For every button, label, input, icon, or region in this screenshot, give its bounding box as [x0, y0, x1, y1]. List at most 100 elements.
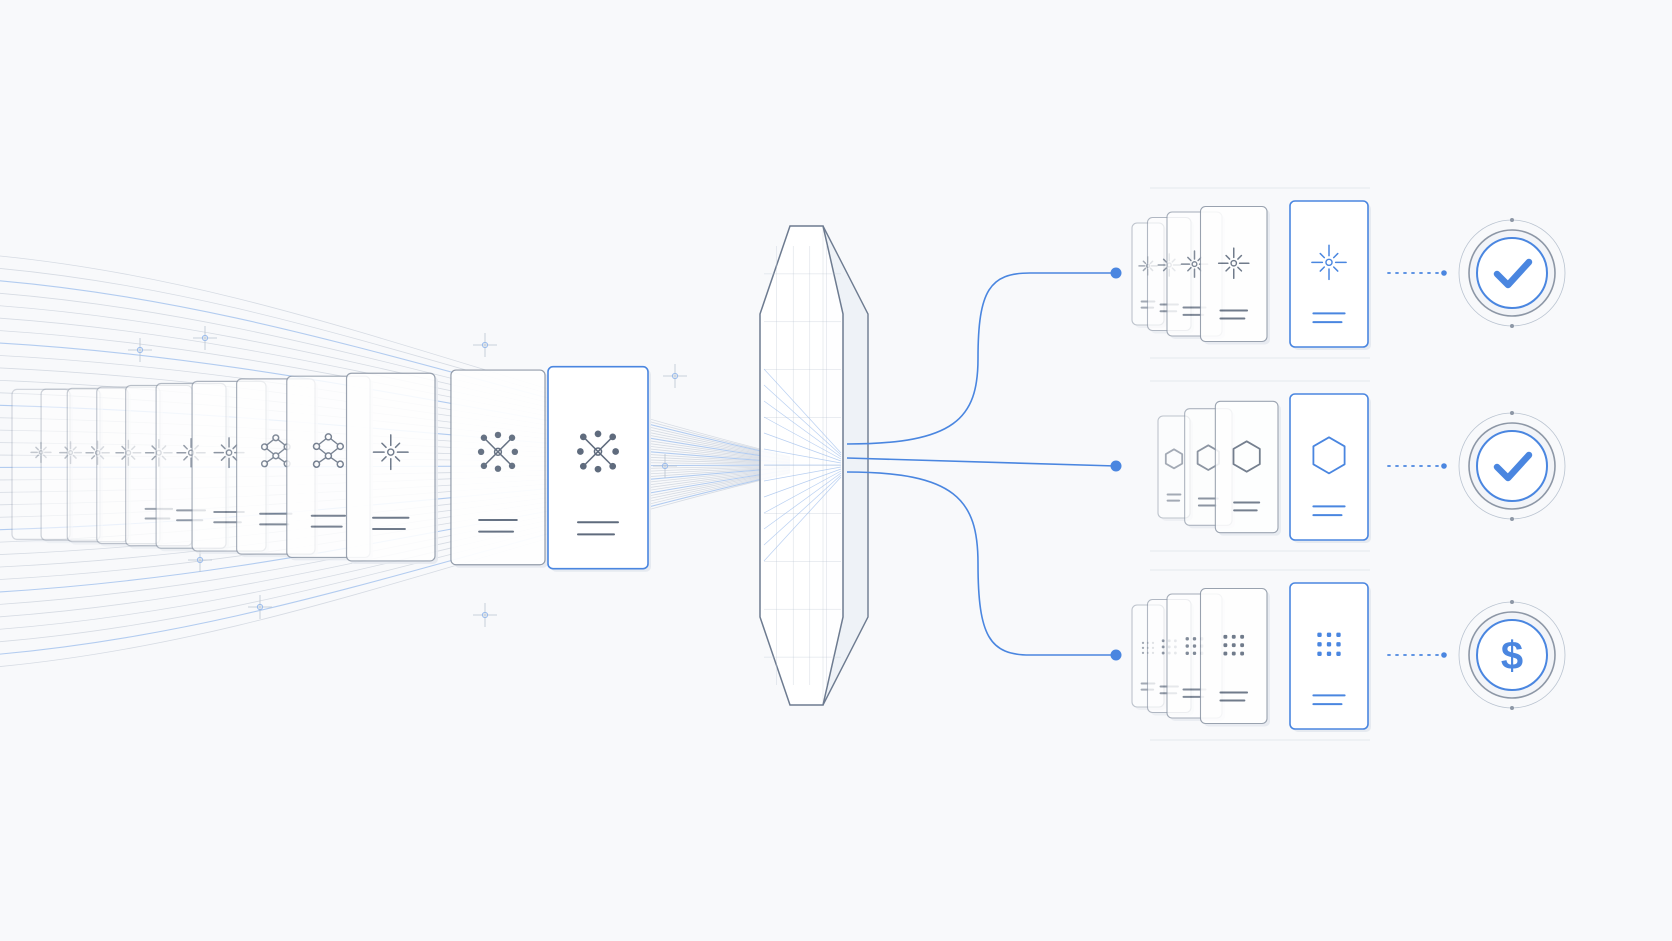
dot-grid-dot	[1141, 646, 1145, 649]
dot-grid-dot	[1240, 651, 1245, 656]
result-badge: $	[1458, 600, 1566, 710]
stream-line	[0, 472, 791, 667]
sparkle-ray	[121, 455, 126, 460]
network-hub	[493, 447, 503, 456]
sparkle-ray	[1332, 252, 1339, 259]
result-connector-end	[1441, 270, 1447, 276]
card	[1199, 587, 1270, 727]
card	[1289, 582, 1371, 732]
sparkle-ray	[381, 456, 387, 462]
card-body	[1289, 393, 1369, 541]
hexagon-icon	[1164, 448, 1184, 470]
sparkle-ray	[72, 454, 77, 459]
nodes-icon	[312, 433, 345, 468]
dot-grid-dot	[1240, 643, 1245, 648]
badge-pin	[1510, 324, 1514, 328]
dot-grid-icon	[1317, 632, 1341, 657]
sparkle-center	[1191, 261, 1198, 268]
sparkle-ray	[1319, 252, 1326, 259]
stream-line	[0, 471, 791, 630]
branch-hexagon	[846, 380, 1566, 552]
network-node	[494, 465, 502, 472]
dot-grid-dot	[1326, 632, 1332, 638]
network-icon	[477, 431, 519, 472]
sparkle-ray	[35, 446, 40, 451]
sparkle-ray	[220, 444, 226, 450]
tick-node	[661, 462, 669, 470]
check-icon	[1493, 258, 1533, 289]
stream-line	[0, 305, 791, 459]
branch-sparkle	[846, 187, 1566, 445]
sparkle-ray	[1237, 254, 1243, 260]
card-shadow	[15, 392, 73, 543]
sparkle-ray	[220, 455, 226, 461]
network-node	[508, 434, 516, 441]
badge-inner	[1476, 619, 1548, 691]
prism-ray	[763, 476, 842, 562]
network-node	[609, 462, 617, 470]
prism-ray	[763, 470, 842, 514]
branch-connector	[846, 457, 1117, 467]
nodes-node	[336, 442, 345, 451]
prism-ray	[763, 432, 842, 462]
sparkle-icon	[372, 434, 409, 471]
sparkle-center	[1230, 259, 1238, 267]
prism-ray	[763, 384, 842, 456]
branch-node	[1110, 649, 1122, 661]
dot-grid-dot	[1317, 651, 1322, 657]
branch-connector	[846, 272, 1116, 445]
dot-grid-dot	[1317, 642, 1322, 647]
tick-node	[196, 556, 204, 564]
network-node	[579, 433, 587, 441]
network-node	[594, 430, 602, 438]
sparkle-ray	[35, 454, 40, 459]
card	[547, 365, 651, 572]
prism-ray	[763, 468, 842, 498]
dot-grid-dot	[1161, 651, 1165, 655]
branch-connector	[846, 471, 1116, 656]
dot-grid-dot	[1192, 637, 1197, 641]
sparkle-ray	[1319, 266, 1326, 272]
prism-ray	[763, 474, 842, 546]
prism-ray	[763, 472, 842, 530]
stream-line	[0, 472, 791, 655]
badge-pin	[1510, 600, 1514, 604]
sparkle-ray	[1225, 254, 1231, 260]
sparkle-center	[386, 448, 395, 456]
card-body	[1199, 587, 1268, 725]
sparkle-ray	[1142, 267, 1147, 272]
sparkle-ray	[151, 455, 156, 461]
sparkle-ray	[183, 444, 188, 450]
nodes-node	[312, 460, 321, 468]
prism-ray	[763, 400, 842, 458]
card-shadow	[44, 392, 103, 544]
stream-line	[0, 471, 791, 643]
prism-filter	[759, 225, 869, 706]
dot-grid-dot	[1185, 637, 1189, 641]
card	[1289, 200, 1371, 350]
sparkle-icon	[1311, 244, 1347, 281]
result-connector-end	[1441, 652, 1447, 658]
sparkle-ray	[151, 445, 156, 450]
dot-grid-dot	[1326, 651, 1332, 657]
dot-grid-dot	[1231, 634, 1236, 639]
dot-grid-dot	[1192, 644, 1197, 648]
sparkle-ray	[1187, 266, 1192, 272]
dot-grid-dot	[1231, 643, 1236, 648]
branch-grid: $	[846, 471, 1566, 741]
nodes-node	[324, 452, 333, 460]
network-node	[511, 448, 519, 456]
dot-grid-dot	[1223, 651, 1228, 656]
sparkle-ray	[90, 446, 96, 451]
sparkle-icon	[59, 441, 83, 465]
stream-line	[0, 255, 791, 457]
dot-grid-dot	[1317, 632, 1322, 638]
sparkle-center	[1325, 258, 1333, 267]
sparkle-ray	[72, 446, 77, 451]
output-branches: $	[846, 187, 1566, 741]
dot-grid-dot	[1336, 642, 1341, 647]
stream-line	[0, 268, 791, 458]
nodes-node	[272, 452, 280, 460]
result-connector-end	[1441, 463, 1447, 469]
